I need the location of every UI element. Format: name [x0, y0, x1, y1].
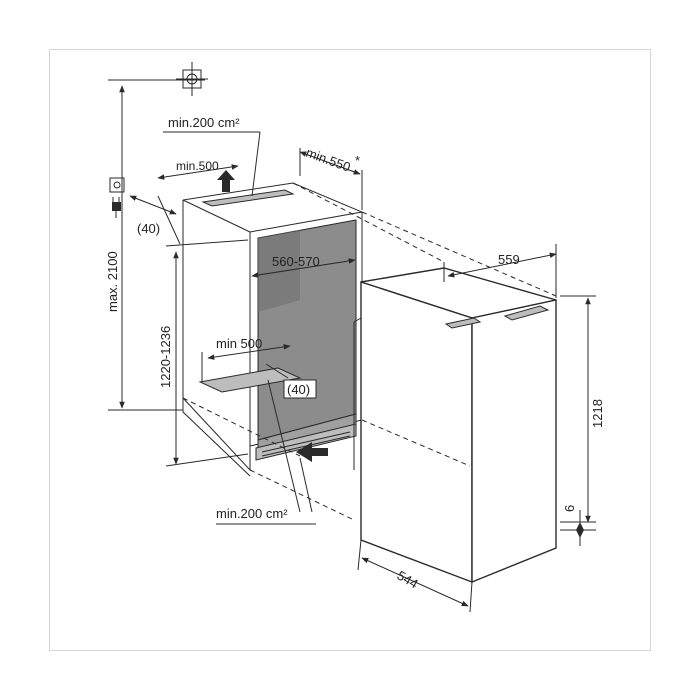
target-crosshair-icon [176, 62, 208, 96]
power-outlet-icon [109, 177, 125, 193]
label-appliance-depth: 544 [395, 568, 421, 592]
airflow-arrow-in-icon [296, 442, 328, 462]
label-offset-bottom: (40) [287, 382, 310, 397]
dim-niche-width: 560-570 [251, 254, 356, 278]
niche-cabinet [182, 182, 364, 477]
label-top-vent: min.200 cm² [168, 115, 240, 130]
label-top-depth: min.500 [176, 159, 219, 173]
dim-top-depth: min.500 [157, 159, 239, 192]
label-offset-top: (40) [137, 221, 160, 236]
cabinet-top-face [182, 182, 364, 233]
plug-icon [112, 197, 121, 218]
appliance [353, 267, 557, 584]
label-max-height: max. 2100 [105, 251, 120, 312]
airflow-arrow-up-icon [217, 170, 235, 192]
bottom-depth-marker [198, 367, 302, 393]
dim-base-gap: 6 [560, 505, 596, 546]
dim-niche-depth: min.550 * [299, 145, 363, 210]
label-base-gap: 6 [562, 505, 577, 512]
label-appliance-height: 1218 [590, 399, 605, 428]
label-niche-height: 1220-1236 [158, 326, 173, 388]
dim-offset-top: (40) [129, 195, 181, 245]
label-bottom-vent: min.200 cm² [216, 506, 288, 521]
top-vent-slot [201, 189, 295, 207]
label-niche-width: 560-570 [272, 254, 320, 269]
dim-bottom-vent: min.200 cm² [216, 379, 316, 525]
dim-top-vent: min.200 cm² [163, 115, 261, 197]
dim-niche-height: 1220-1236 [158, 239, 249, 467]
label-appliance-width: 559 [498, 252, 520, 267]
label-bottom-depth: min 500 [216, 336, 262, 351]
dim-offset-bottom: (40) [283, 379, 317, 399]
dim-max-height: max. 2100 [105, 79, 185, 411]
projection-lines [182, 182, 557, 521]
dim-appliance-height: 1218 [560, 295, 605, 523]
dim-appliance-width: 559 [443, 244, 557, 298]
label-asterisk: * [355, 153, 360, 168]
label-niche-depth: min.550 [304, 145, 353, 175]
appliance-top-vent [444, 317, 482, 329]
appliance-front [471, 299, 557, 584]
dim-bottom-depth: min 500 [201, 336, 291, 382]
